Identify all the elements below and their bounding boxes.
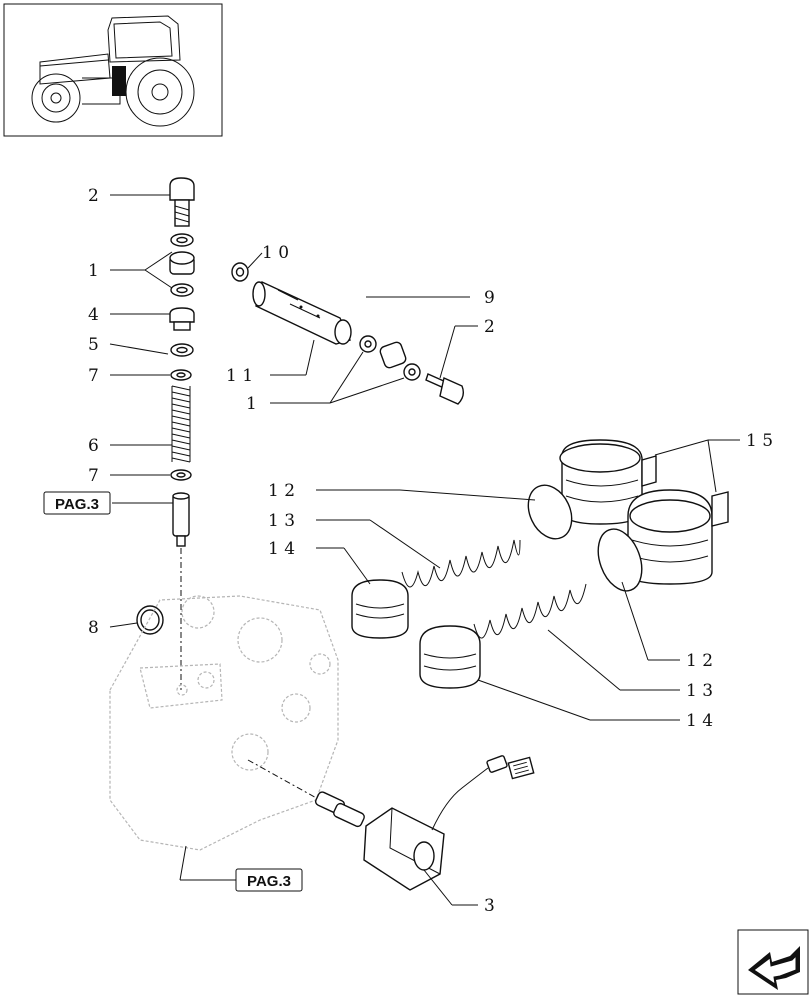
right-cylinders [351,439,729,689]
solenoid-part [314,755,535,891]
callout-13-right: 1 3 [686,681,713,701]
callout-14-left: 1 4 [268,539,295,559]
callout-7-upper: 7 [88,366,99,386]
page-ref-bottom-label: PAG.3 [247,873,291,890]
left-stack [136,177,195,690]
callout-5: 5 [88,335,99,355]
callout-6: 6 [88,436,99,456]
back-arrow-icon[interactable] [737,929,809,995]
callout-14-right: 1 4 [686,711,713,731]
callout-9: 9 [484,288,495,308]
callout-12-right: 1 2 [686,651,713,671]
upper-right-parts [231,262,465,405]
callout-1-left: 1 [88,261,99,281]
callout-2-right: 2 [484,317,495,337]
pipe-part [184,204,397,353]
callout-8: 8 [88,618,99,638]
callout-7-lower: 7 [88,466,99,486]
callout-1-right: 1 [246,394,257,414]
callout-13-left: 1 3 [268,511,295,531]
callout-12-left: 1 2 [268,481,295,501]
valve-body-outline [109,595,339,851]
callout-2-top: 2 [88,186,99,206]
callout-4: 4 [88,305,99,325]
tractor-thumbnail [3,3,223,137]
page-ref-top-label: PAG.3 [55,496,99,513]
page-ref-bottom[interactable]: PAG.3 [235,868,303,892]
callout-11: 1 1 [226,366,253,386]
page-ref-top[interactable]: PAG.3 [43,491,111,515]
callout-3: 3 [484,896,495,916]
leader-lines [109,194,740,906]
callout-15: 1 5 [746,431,773,451]
callout-10: 1 0 [262,243,289,263]
